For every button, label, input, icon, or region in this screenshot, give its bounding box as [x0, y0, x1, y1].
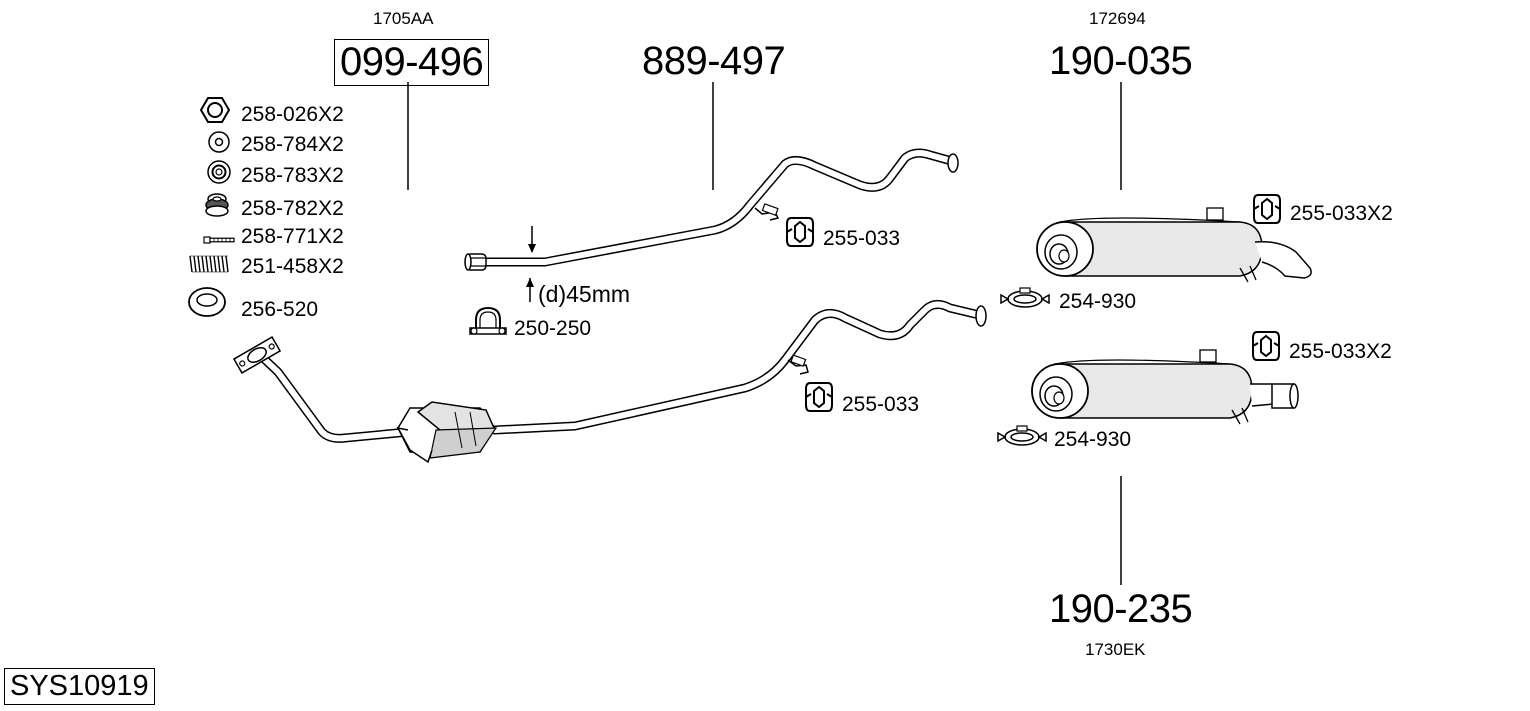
washer-icon: [208, 131, 230, 153]
rubber-mount-icon: [805, 382, 833, 412]
front-pipe: [232, 300, 987, 464]
band-clamp-icon: [997, 425, 1047, 446]
fitting-label-washer[interactable]: 258-784X2: [241, 133, 344, 156]
catalytic-converter-icon: [396, 401, 498, 464]
oem-code-silencer-bottom: 1730EK: [1085, 640, 1146, 659]
rubber-mount-icon: [1253, 194, 1281, 224]
fitting-label-nut[interactable]: 258-026X2: [241, 103, 344, 126]
nut-icon: [199, 97, 231, 123]
silencer-top: [1036, 207, 1312, 283]
fitting-label-bolt[interactable]: 258-771X2: [241, 225, 344, 248]
part-number-silencer-bottom[interactable]: 190-235: [1049, 587, 1193, 631]
clamp-label-250-250[interactable]: 250-250: [514, 317, 592, 340]
fitting-label-gasket[interactable]: 256-520: [241, 298, 319, 321]
part-number-front-pipe[interactable]: 099-496: [334, 39, 490, 86]
rubber-mount-label-middle-pipe[interactable]: 255-033: [823, 227, 901, 250]
fitting-label-bush[interactable]: 258-782X2: [241, 197, 344, 220]
fitting-label-spring-washer[interactable]: 258-783X2: [241, 164, 344, 187]
clamp-label-silencer-bottom[interactable]: 254-930: [1054, 428, 1132, 451]
spring-washer-icon: [207, 160, 231, 184]
middle-pipe: [464, 148, 959, 271]
oem-code-silencer-top: 172694: [1089, 9, 1146, 28]
rubber-mount-label-silencer-bottom[interactable]: 255-033X2: [1289, 340, 1392, 363]
part-number-middle-pipe[interactable]: 889-497: [642, 39, 786, 83]
diameter-arrow-icon: [526, 226, 536, 302]
rubber-mount-label-silencer-top[interactable]: 255-033X2: [1290, 202, 1393, 225]
rubber-mount-label-front-pipe[interactable]: 255-033: [842, 393, 920, 416]
u-clamp-icon: [469, 306, 507, 335]
clamp-label-silencer-top[interactable]: 254-930: [1059, 290, 1137, 313]
gasket-ring-icon: [188, 287, 226, 317]
band-clamp-icon: [1000, 287, 1050, 308]
diameter-note: (d)45mm: [538, 281, 631, 307]
bush-icon: [205, 193, 229, 217]
rubber-mount-icon: [1252, 331, 1280, 361]
system-code: SYS10919: [4, 668, 155, 705]
oem-code-front-pipe: 1705AA: [373, 9, 434, 28]
fitting-label-spring[interactable]: 251-458X2: [241, 255, 344, 278]
bolt-icon: [203, 236, 235, 244]
spring-icon: [189, 255, 229, 273]
silencer-bottom: [1031, 349, 1299, 425]
rubber-mount-icon: [786, 217, 814, 247]
part-number-silencer-top[interactable]: 190-035: [1049, 39, 1193, 83]
